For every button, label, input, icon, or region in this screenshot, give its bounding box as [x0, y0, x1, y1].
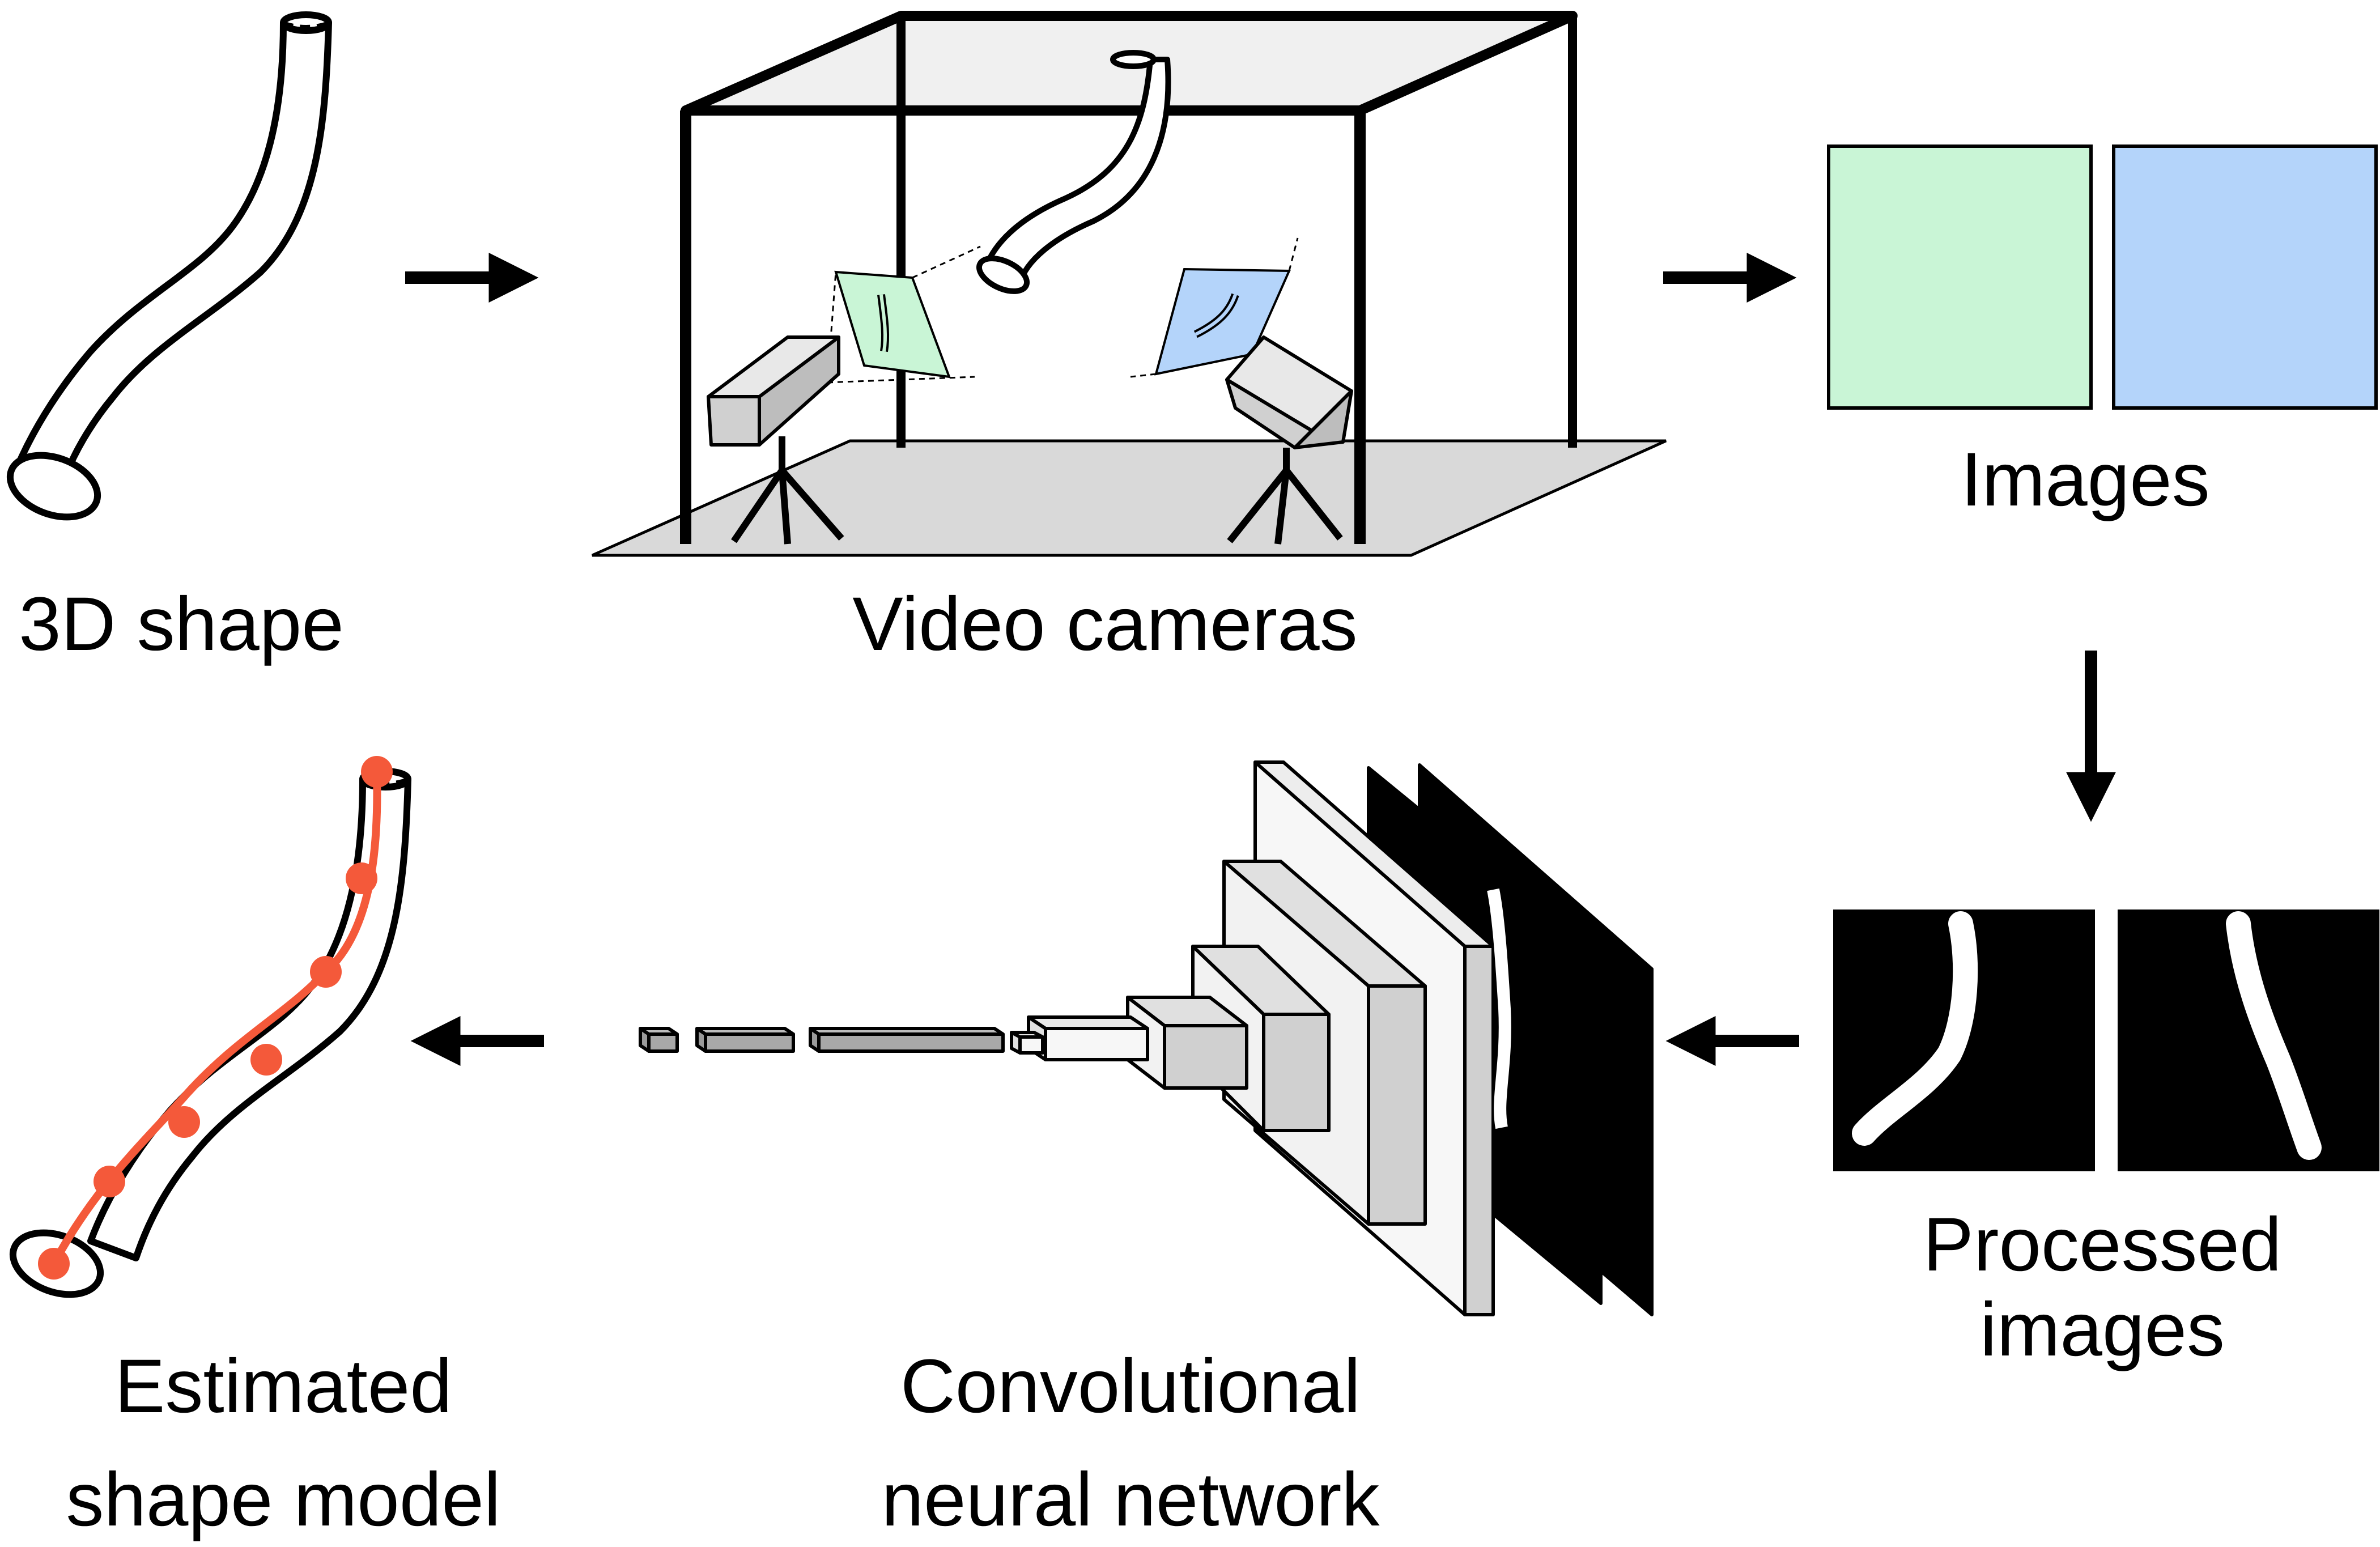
processed-image-left: [1833, 910, 2095, 1171]
marker-point: [250, 1044, 282, 1076]
label-cnn-line1: Convolutional: [900, 1344, 1361, 1429]
tube-estimated-icon: [9, 768, 411, 1298]
camera-rig: [591, 11, 1667, 557]
camera-icon: [1225, 335, 1353, 545]
marker-point: [310, 956, 342, 988]
camera-icon: [707, 335, 844, 545]
label-estimated-line2: shape model: [66, 1457, 501, 1542]
shape-model-markers: [38, 756, 393, 1280]
processed-image-right: [2118, 910, 2379, 1171]
marker-point: [94, 1166, 125, 1197]
label-processed-line1: Processed: [1923, 1202, 2282, 1287]
label-3d-shape: 3D shape: [19, 582, 344, 666]
cnn-stack: [639, 760, 1654, 1316]
label-images: Images: [1961, 437, 2210, 522]
marker-point: [38, 1248, 70, 1280]
marker-point: [346, 862, 377, 894]
image-plane-right: [1130, 237, 1299, 378]
image-blue: [2112, 144, 2378, 410]
tube-3d-shape-icon: [6, 11, 332, 521]
tube-object-icon: [976, 50, 1171, 294]
label-estimated-line1: Estimated: [114, 1344, 452, 1429]
marker-point: [361, 756, 393, 788]
floor-plane: [591, 439, 1667, 557]
label-cnn-line2: neural network: [881, 1457, 1380, 1542]
label-processed-line2: images: [1980, 1287, 2225, 1372]
marker-point: [168, 1106, 200, 1138]
image-plane-left: [826, 245, 981, 384]
image-green: [1827, 144, 2093, 410]
label-video-cameras: Video cameras: [852, 582, 1358, 666]
